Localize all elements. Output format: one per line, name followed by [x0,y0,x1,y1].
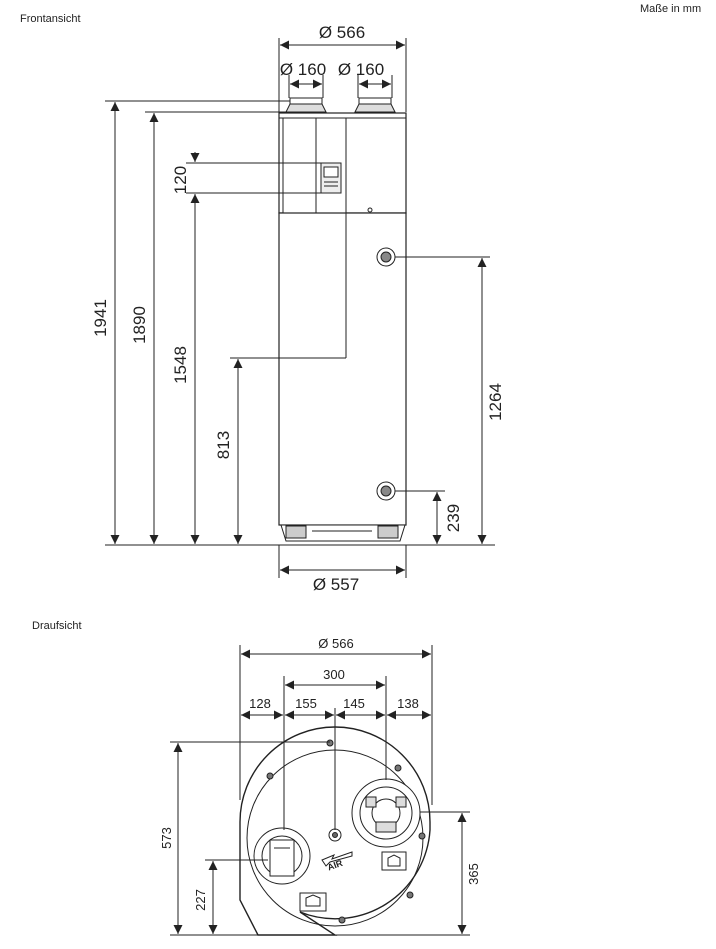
top-view-drawing [239,726,431,936]
dim-duct-left: Ø 160 [280,60,326,79]
dim-height-239: 239 [444,504,463,532]
dim-front-diameter-bottom: Ø 557 [313,575,359,594]
dim-top-155: 155 [295,696,317,711]
dim-top-365: 365 [466,863,481,885]
dim-top-diameter: Ø 566 [318,636,353,651]
dim-height-1264: 1264 [486,383,505,421]
dim-height-120: 120 [171,166,190,194]
front-view-drawing [278,97,407,542]
dim-top-128: 128 [249,696,271,711]
front-dimension-lines [105,38,495,578]
dim-height-1890: 1890 [130,306,149,344]
front-view-title: Frontansicht [20,13,81,25]
dim-height-1941: 1941 [91,299,110,337]
dim-height-813: 813 [214,431,233,459]
units-note: Maße in mm [640,3,702,15]
dim-top-145: 145 [343,696,365,711]
dim-duct-right: Ø 160 [338,60,384,79]
dim-front-diameter-top: Ø 566 [319,23,365,42]
top-dimension-lines [170,645,470,936]
dim-top-300: 300 [323,667,345,682]
dim-top-573: 573 [159,827,174,849]
top-view-title: Draufsicht [32,620,82,632]
dim-height-1548: 1548 [171,346,190,384]
dim-top-138: 138 [397,696,419,711]
dim-top-227: 227 [193,889,208,911]
